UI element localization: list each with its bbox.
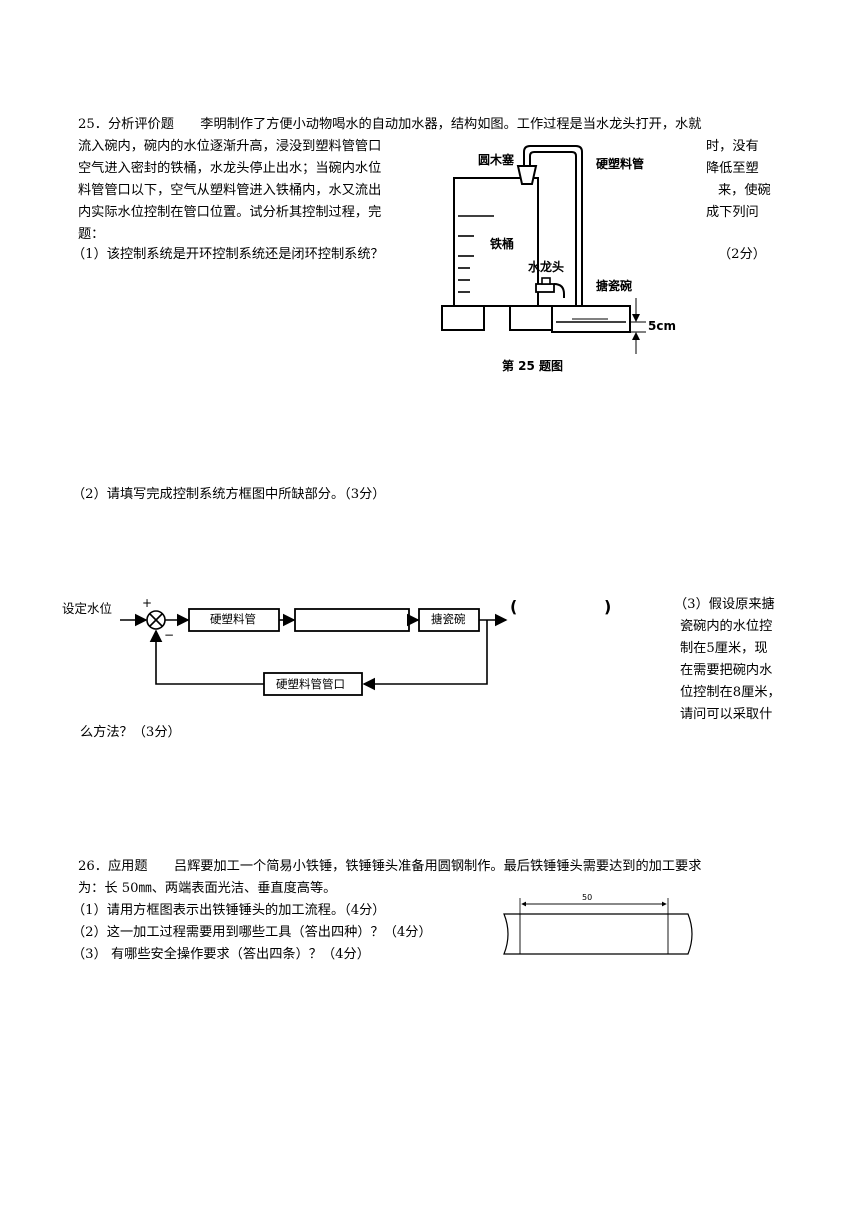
label-bucket: 铁桶 [490,237,515,251]
plastic-pipe [523,145,583,316]
bd-output-open: ( [510,597,518,616]
q25-sub3-line3: 制在5厘米，现 [680,641,768,656]
q25-sub1-score: （2分） [718,247,766,262]
label-faucet: 水龙头 [528,260,565,274]
label-depth: 5cm [648,319,676,333]
figure-25-diagram [441,145,646,354]
block-blank [294,608,410,632]
q25-line3-right: 降低至塑 [706,161,759,176]
q25-line2-left: 流入碗内，碗内的水位逐渐升高，浸没到塑料管管口 [78,139,382,154]
label-pipe: 硬塑料管 [596,157,645,171]
bucket-stand-right [509,305,553,331]
wooden-stopper [516,165,538,185]
q25-line6: 题： [78,227,105,242]
q25-sub3-line2: 瓷碗内的水位控 [680,619,773,634]
q25-line5-right: 成下列问 [706,205,759,220]
q25-sub3-line4: 在需要把碗内水 [680,663,773,678]
q26-line2: 为：长 50㎜、两端表面光洁、垂直度高等。 [78,881,337,896]
bd-input-label: 设定水位 [62,601,113,616]
hammer-head-drawing [503,898,693,955]
iron-bucket [453,177,539,307]
q25-line4-right: 来，使碗 [718,183,771,198]
q26-sub3: （3） 有哪些安全操作要求（答出四条）？（4分） [72,947,370,962]
q25-line4-left: 料管管口以下，空气从塑料管进入铁桶内，水又流出 [78,183,382,198]
hammer-dimension: 50 [582,893,593,902]
q26-sub2: （2）这一加工过程需要用到哪些工具（答出四种）？（4分） [72,925,432,940]
bd-output-close: ) [604,597,612,616]
q26-line1: 26．应用题 吕辉要加工一个简易小铁锤，铁锤锤头准备用圆钢制作。最后铁锤锤头需要… [78,859,702,874]
control-block-diagram [120,608,508,696]
q26-sub1: （1）请用方框图表示出铁锤锤头的加工流程。（4分） [72,903,386,918]
q25-sub3-tail: 么方法？（3分） [80,725,181,740]
comparator-icon [146,610,166,630]
label-stopper: 圆木塞 [478,153,515,167]
bd-block1-label: 硬塑料管 [210,612,256,626]
q25-sub3-line1: （3）假设原来搪 [674,597,775,612]
q25-sub3-line5: 位控制在8厘米， [680,685,781,700]
q25-line2-right: 时，没有 [706,139,759,154]
bd-block3-label: 搪瓷碗 [431,612,466,626]
bd-feedback-label: 硬塑料管管口 [276,677,345,691]
bd-plus: + [142,596,153,610]
faucet-icon [535,277,565,298]
bd-minus: − [164,628,175,642]
q25-line3-left: 空气进入密封的铁桶，水龙头停止出水；当碗内水位 [78,161,382,176]
q25-sub1: （1）该控制系统是开环控制系统还是闭环控制系统？ [72,247,384,262]
label-bowl: 搪瓷碗 [596,279,633,293]
bucket-stand-left [441,305,485,331]
q25-sub3-line6: 请问可以采取什 [680,707,773,722]
figure-25-caption: 第 25 题图 [502,359,564,373]
q25-sub2: （2）请填写完成控制系统方框图中所缺部分。（3分） [72,487,386,502]
q25-line5-left: 内实际水位控制在管口位置。试分析其控制过程，完 [78,205,382,220]
q25-line1: 25．分析评价题 李明制作了方便小动物喝水的自动加水器，结构如图。工作过程是当水… [78,117,702,132]
